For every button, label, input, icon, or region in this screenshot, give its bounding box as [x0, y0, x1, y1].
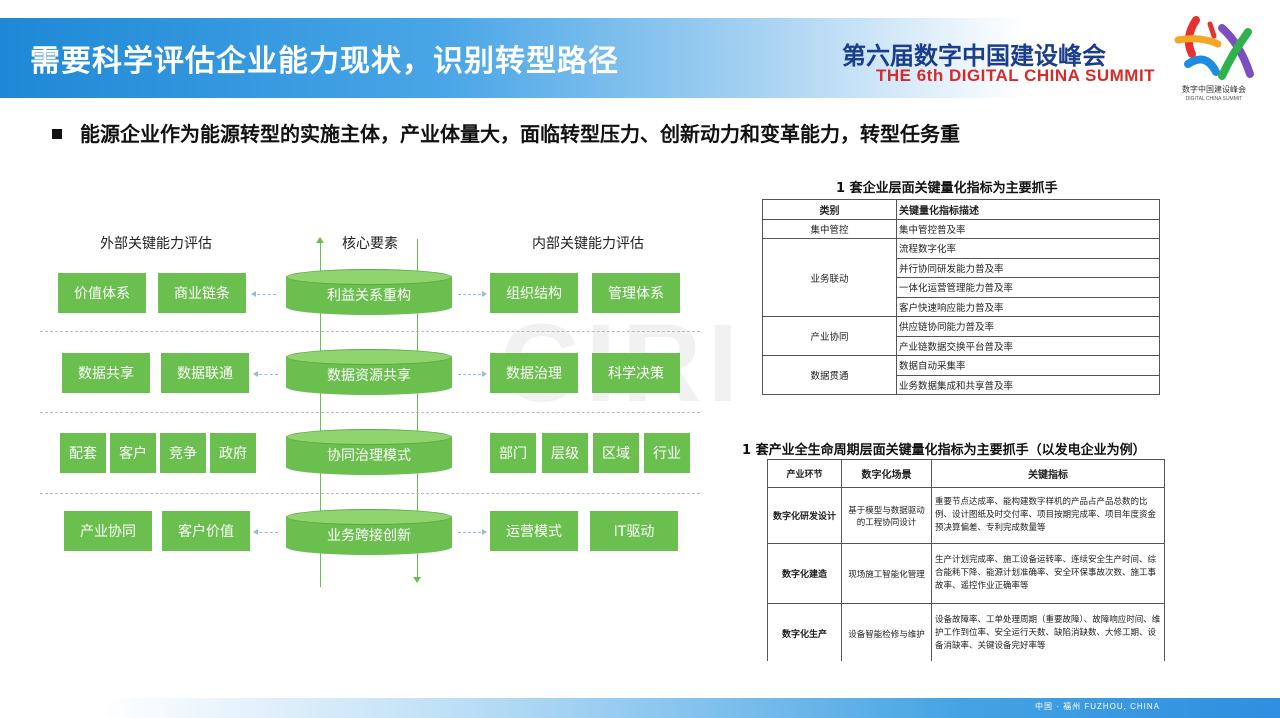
external-box: 数据联通 [161, 353, 249, 393]
table-row: 数据贯通 数据自动采集率 [762, 355, 1160, 395]
metric-cell: 客户快速响应能力普及率 [896, 296, 1160, 317]
table-header-cell: 类别 [762, 199, 897, 220]
internal-box: 数据治理 [490, 353, 578, 393]
metric-cell: 业务数据集成和共享普及率 [896, 374, 1160, 395]
footer-text: 中国 · 福州 FUZHOU, CHINA [1035, 702, 1160, 711]
vertical-arrow-up [316, 237, 324, 587]
table-row: 产业协同 供应链协同能力普及率 [762, 316, 1160, 356]
summit-logo-icon [1174, 16, 1254, 80]
internal-box: 管理体系 [592, 273, 680, 313]
metric-cell: 并行协同研发能力普及率 [896, 257, 1160, 278]
capability-diagram: 外部关键能力评估 核心要素 内部关键能力评估 价值体系 商业链条 利益关系重构 … [40, 225, 700, 595]
table-header-cell: 产业环节 [767, 459, 842, 488]
table1-title: 1 套企业层面关键量化指标为主要抓手 [836, 181, 1058, 196]
metrics-cell: 重要节点达成率、能构建数字样机的产品占产品总数的比例、设计图纸及时交付率、项目按… [931, 487, 1165, 544]
external-box: 客户 [110, 433, 156, 473]
title-band [0, 18, 1280, 98]
core-cylinder: 业务跨接创新 [286, 509, 452, 555]
scene-cell: 设备智能检修与维护 [841, 603, 932, 661]
core-head: 核心要素 [342, 236, 398, 252]
logo-caption-en: DIGITAL CHINA SUMMIT [1185, 96, 1243, 102]
category-cell: 数据贯通 [762, 355, 897, 395]
internal-box: 部门 [490, 433, 536, 473]
table-header-cell: 关键指标 [931, 459, 1165, 488]
footer-band: 中国 · 福州 FUZHOU, CHINA [0, 698, 1280, 718]
external-box: 价值体系 [58, 273, 146, 313]
internal-box: 层级 [542, 433, 588, 473]
internal-box: 区域 [593, 433, 639, 473]
internal-box: 组织结构 [490, 273, 578, 313]
external-box: 政府 [210, 433, 256, 473]
bullet-square-icon [52, 128, 62, 139]
summit-logo: 数字中国建设峰会 DIGITAL CHINA SUMMIT [1166, 14, 1262, 104]
summit-title-en: THE 6th DIGITAL CHINA SUMMIT [876, 66, 1156, 85]
metrics-cell: 设备故障率、工单处理周期（重要故障）、故障响应时间、维护工作到位率、安全运行天数… [931, 603, 1165, 661]
internal-box: 运营模式 [490, 511, 578, 551]
table-header-row: 产业环节 数字化场景 关键指标 [767, 459, 1165, 488]
table-row: 数字化建造 现场施工智能化管理 生产计划完成率、施工设备运转率、连续安全生产时间… [767, 543, 1165, 604]
core-label: 利益关系重构 [327, 288, 411, 304]
summit-title-cn: 第六届数字中国建设峰会 [842, 42, 1106, 70]
external-head: 外部关键能力评估 [100, 236, 212, 252]
core-label: 数据资源共享 [327, 368, 411, 384]
external-box: 竞争 [160, 433, 206, 473]
bullet-text: 能源企业作为能源转型的实施主体，产业体量大，面临转型压力、创新动力和变革能力，转… [80, 122, 960, 146]
logo-caption: 数字中国建设峰会 [1182, 85, 1246, 94]
metric-cell: 数据自动采集率 [896, 355, 1160, 376]
core-label: 业务跨接创新 [327, 528, 411, 544]
category-cell: 业务联动 [762, 238, 897, 317]
metric-cell: 供应链协同能力普及率 [896, 316, 1160, 337]
external-box: 数据共享 [62, 353, 150, 393]
row-divider [40, 412, 700, 413]
core-label: 协同治理模式 [327, 448, 411, 464]
external-box: 客户价值 [162, 511, 250, 551]
bullet-point: 能源企业作为能源转型的实施主体，产业体量大，面临转型压力、创新动力和变革能力，转… [52, 118, 960, 147]
page-title: 需要科学评估企业能力现状，识别转型路径 [30, 44, 619, 79]
arrow-right [458, 529, 487, 535]
metrics-cell: 生产计划完成率、施工设备运转率、连续安全生产时间、综合能耗下降、能源计划准确率、… [931, 543, 1165, 604]
row-divider [40, 493, 700, 494]
enterprise-metrics-table: 类别 关键量化指标描述 集中管控 集中管控普及率 业务联动 流程数字化率 并行协… [762, 199, 1160, 395]
table2-title: 1 套产业全生命周期层面关键量化指标为主要抓手（以发电企业为例） [742, 443, 1146, 458]
table-row: 数字化研发设计 基于模型与数据驱动的工程协同设计 重要节点达成率、能构建数字样机… [767, 487, 1165, 544]
arrow-left [251, 291, 276, 297]
table-header-cell: 数字化场景 [841, 459, 932, 488]
stage-cell: 数字化建造 [767, 543, 842, 604]
internal-box: IT驱动 [590, 511, 678, 551]
lifecycle-table-wrap: 产业环节 数字化场景 关键指标 数字化研发设计 基于模型与数据驱动的工程协同设计… [767, 459, 1167, 661]
metric-cell: 流程数字化率 [896, 238, 1160, 259]
metric-cell: 集中管控普及率 [896, 218, 1160, 239]
arrow-right [458, 291, 487, 297]
stage-cell: 数字化研发设计 [767, 487, 842, 544]
arrow-left [253, 371, 278, 377]
table-row: 集中管控 集中管控普及率 [762, 218, 1160, 239]
table-row: 业务数据集成和共享普及率 [763, 374, 1160, 395]
core-cylinder: 利益关系重构 [286, 269, 452, 315]
core-cylinder: 协同治理模式 [286, 429, 452, 475]
lifecycle-metrics-table: 产业环节 数字化场景 关键指标 数字化研发设计 基于模型与数据驱动的工程协同设计… [767, 459, 1165, 661]
metric-cell: 一体化运营管理能力普及率 [896, 277, 1160, 298]
table-header-cell: 关键量化指标描述 [896, 199, 1160, 220]
table-row: 业务联动 流程数字化率 [762, 238, 1160, 317]
category-cell: 集中管控 [762, 218, 897, 239]
external-box: 配套 [60, 433, 106, 473]
scene-cell: 现场施工智能化管理 [841, 543, 932, 604]
row-divider [40, 331, 700, 332]
metric-cell: 产业链数据交换平台普及率 [896, 335, 1160, 356]
table-row: 数字化生产 设备智能检修与维护 设备故障率、工单处理周期（重要故障）、故障响应时… [767, 603, 1165, 661]
external-box: 商业链条 [158, 273, 246, 313]
core-cylinder: 数据资源共享 [286, 349, 452, 395]
arrow-left [253, 529, 278, 535]
stage-cell: 数字化生产 [767, 603, 842, 661]
internal-head: 内部关键能力评估 [532, 236, 644, 252]
category-cell: 产业协同 [762, 316, 897, 356]
internal-box: 行业 [644, 433, 690, 473]
arrow-right [458, 371, 487, 377]
header: 需要科学评估企业能力现状，识别转型路径 第六届数字中国建设峰会 THE 6th … [0, 0, 1280, 108]
internal-box: 科学决策 [592, 353, 680, 393]
external-box: 产业协同 [64, 511, 152, 551]
table-header-row: 类别 关键量化指标描述 [762, 199, 1160, 220]
scene-cell: 基于模型与数据驱动的工程协同设计 [841, 487, 932, 544]
vertical-arrow-down [413, 239, 421, 583]
